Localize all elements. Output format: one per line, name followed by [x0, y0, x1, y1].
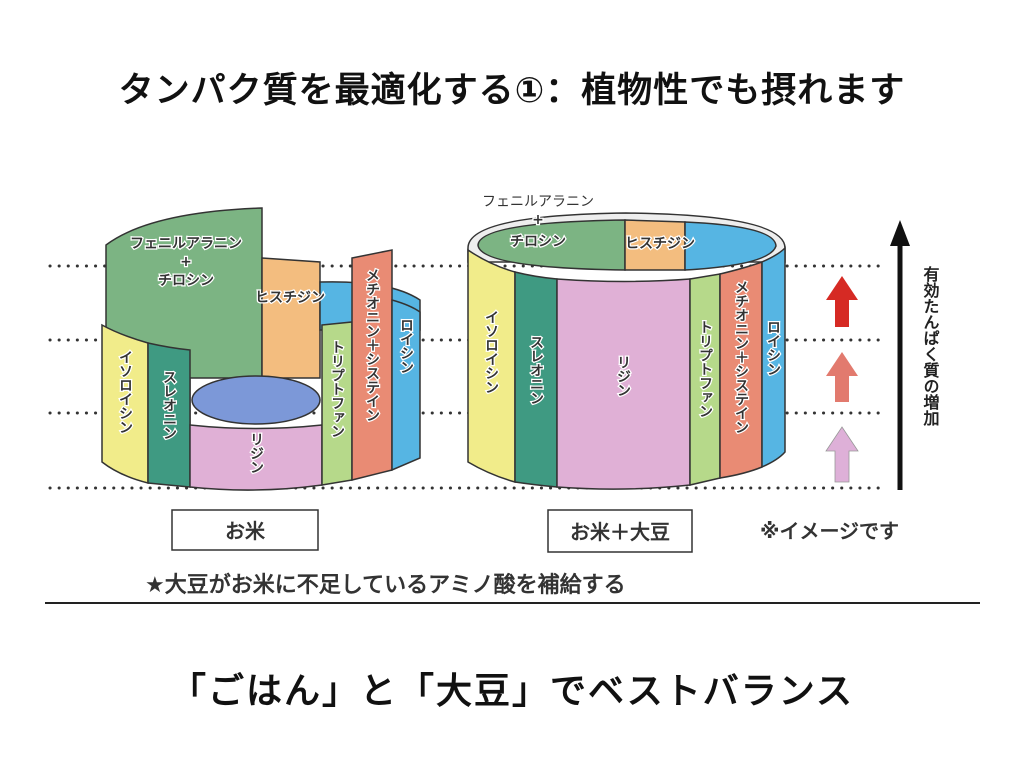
stave-leucine: [391, 299, 421, 472]
arrow-up-icon-red: [826, 276, 858, 327]
rice-soy-label-box: [547, 509, 693, 553]
label-plus: +: [180, 254, 192, 270]
label-histidine-full: ヒスチジン: [625, 236, 695, 252]
rice-soy-label: お米＋大豆: [570, 520, 670, 544]
stave-histidine-back: [261, 257, 321, 379]
bottom-message: 「ごはん」と「大豆」でベストバランス: [169, 671, 854, 712]
rice-label: お米: [225, 519, 266, 543]
label-phenylalanine-full: フェニルアラニン: [482, 194, 594, 210]
label-methionine-full: メチオニン＋システイン: [733, 280, 749, 434]
label-plus-full: +: [532, 212, 544, 228]
arrow-up-icon-salmon: [826, 352, 858, 402]
image-note: ※イメージです: [760, 519, 899, 543]
label-methionine: メチオニン＋システイン: [364, 268, 380, 422]
slide-title: タンパク質を最適化する①：植物性でも摂れます: [118, 71, 906, 111]
rice-label-box: [171, 509, 319, 551]
label-isoleucine: イソロイシン: [117, 350, 133, 434]
diagram-caption: ★大豆がお米に不足しているアミノ酸を補給する: [145, 572, 626, 598]
rice-barrel: フェニルアラニン + チロシン ヒスチジン イソロイシン スレオニン リジン ト…: [101, 207, 421, 491]
label-lysine-full: リジン: [615, 355, 631, 397]
inner-ring: [191, 375, 321, 425]
label-threonine-full: スレオニン: [528, 335, 544, 405]
label-lysine: リジン: [248, 432, 264, 474]
axis-arrow-icon: [890, 220, 910, 490]
arrow-up-icon-pink: [825, 426, 859, 483]
label-phenylalanine: フェニルアラニン: [130, 236, 242, 252]
top-blue: [684, 221, 777, 271]
label-leucine-full: ロイシン: [765, 320, 781, 376]
label-tryptophan-full: トリプトファン: [697, 320, 713, 418]
stave-leucine-full: [761, 246, 786, 469]
label-tryptophan: トリプトファン: [329, 340, 345, 438]
rice-soy-barrel: フェニルアラニン + チロシン ヒスチジン イソロイシン スレオニン リジン ト…: [467, 193, 786, 490]
label-histidine: ヒスチジン: [255, 290, 325, 306]
label-leucine: ロイシン: [398, 318, 414, 374]
divider: [45, 602, 980, 604]
label-threonine: スレオニン: [161, 370, 177, 440]
label-tyrosine: チロシン: [158, 273, 214, 289]
label-isoleucine-full: イソロイシン: [483, 310, 499, 394]
axis-label: 有効たんぱく質の増加: [921, 265, 941, 427]
label-tyrosine-full: チロシン: [510, 234, 566, 250]
